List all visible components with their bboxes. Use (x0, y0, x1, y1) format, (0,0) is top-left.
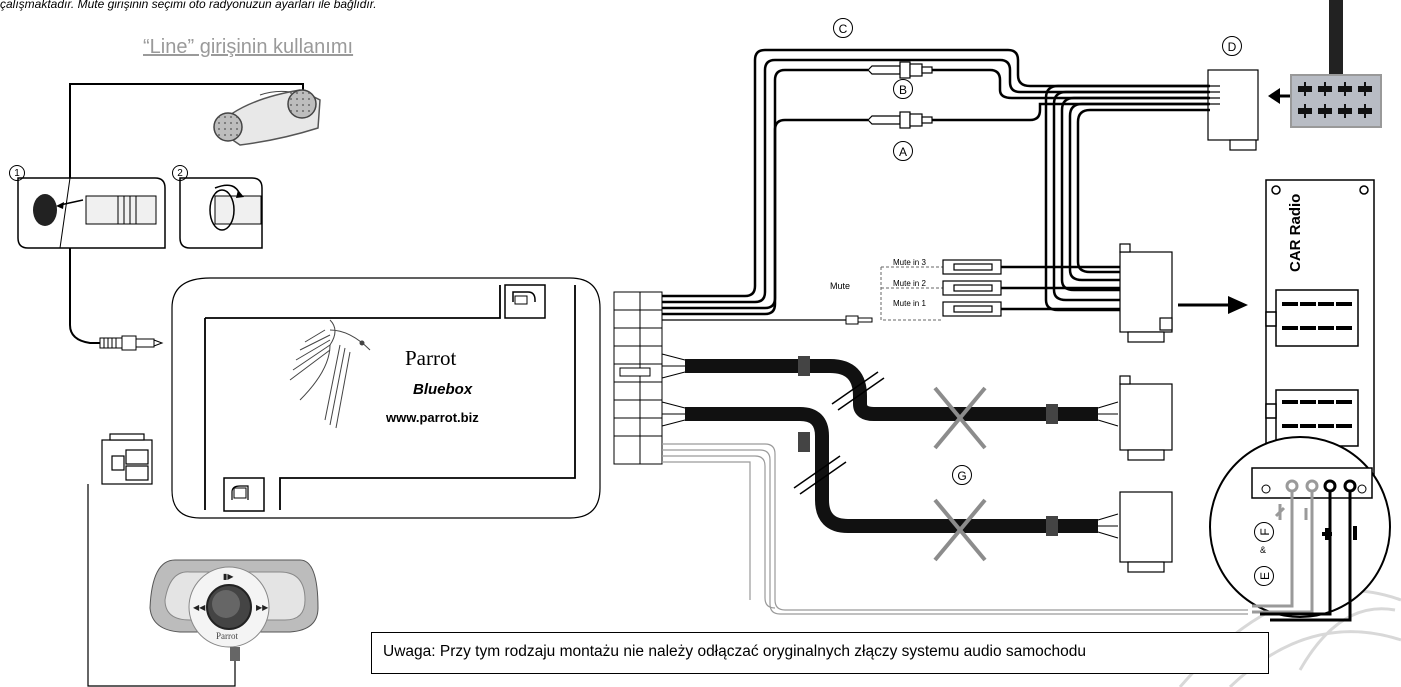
car-radio-label: CAR Radio (1287, 193, 1304, 272)
parrot-brand: Parrot (405, 346, 457, 370)
top-note: çalışmaktadır. Mute girişinin seçimi oto… (0, 0, 377, 11)
remote-control: ▮▶ ◀◀ ▶▶ (149, 559, 319, 661)
radio-connector-lower (1119, 491, 1173, 573)
speaker-output-closeup: & (1209, 436, 1391, 622)
bluebox-harness-connector (613, 291, 663, 465)
radio-connector-upper (1119, 243, 1173, 343)
remote-brand-label: Parrot (216, 631, 238, 641)
mute-wire (662, 266, 943, 325)
mute-in-2-label: Mute in 2 (893, 279, 926, 288)
cable-fanouts (661, 353, 1119, 539)
remote-connector (101, 433, 153, 485)
line-in-cable (69, 83, 304, 344)
thick-cable-upper (685, 359, 1098, 421)
warning-text: Uwaga: Przy tym rodzaju montażu nie nale… (383, 643, 1087, 660)
step-2-number: 2 (172, 165, 188, 181)
jack-plug (99, 335, 164, 351)
rca-connector-a (867, 111, 948, 129)
label-e: E (1254, 566, 1274, 586)
remote-cable (87, 484, 236, 687)
website-label: www.parrot.biz (386, 410, 479, 425)
cross-x-lower (933, 498, 987, 562)
gray-wires (662, 443, 1248, 615)
svg-text:&: & (1260, 545, 1266, 555)
bluebox-unit (171, 277, 601, 519)
line-input-title: “Line” girişinin kullanımı (143, 36, 354, 58)
connector-d (1207, 69, 1259, 151)
label-f: F (1254, 522, 1274, 542)
mute-in-3-label: Mute in 3 (893, 258, 926, 267)
mute-label: Mute (830, 281, 851, 291)
car-radio-pins (1282, 302, 1352, 428)
label-a: A (893, 141, 913, 161)
warning-box (371, 632, 1269, 674)
cut-marks (793, 371, 885, 495)
cross-x-upper (933, 386, 987, 450)
step-1-illustration (17, 177, 166, 249)
mute-in-plugs (942, 259, 1120, 317)
label-c: C (833, 18, 853, 38)
bluebox-product-name: Bluebox (413, 381, 473, 398)
iso-connector-block (1268, 0, 1382, 128)
rca-connector-b (867, 61, 948, 79)
thick-cable-lower (685, 407, 1098, 533)
mute-in-1-label: Mute in 1 (893, 299, 926, 308)
radio-connector-middle (1119, 375, 1173, 461)
wire-bundle-c (662, 48, 1210, 316)
step-2-illustration (179, 177, 263, 249)
label-b: B (893, 79, 913, 99)
label-d: D (1222, 36, 1242, 56)
arrow-to-radio (1178, 296, 1248, 314)
svg-text:◀◀: ◀◀ (193, 603, 206, 612)
svg-text:▮▶: ▮▶ (223, 572, 234, 581)
cable-sleeves (798, 356, 1058, 536)
parrot-bird-logo (289, 319, 371, 429)
svg-text:▶▶: ▶▶ (256, 603, 269, 612)
label-g: G (952, 465, 972, 485)
step-1-number: 1 (9, 165, 25, 181)
iso-plug-image (213, 89, 321, 146)
